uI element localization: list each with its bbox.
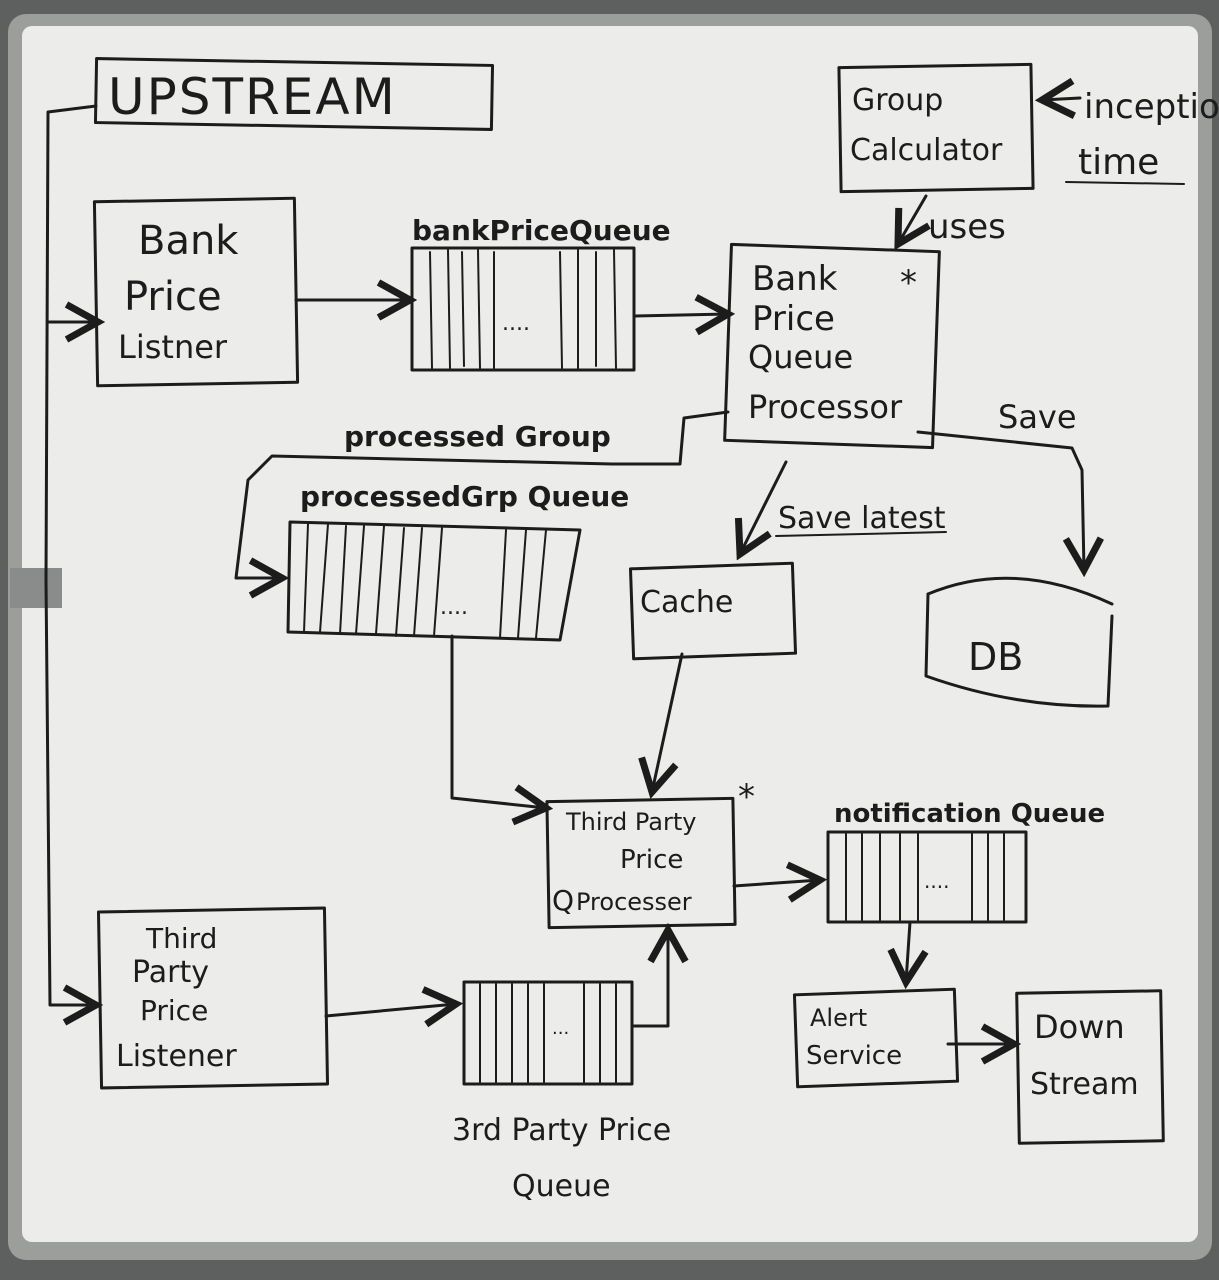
bank-price-queue-label: bankPriceQueue xyxy=(412,214,671,247)
third-party-price-listener-box: Third Party Price Listener xyxy=(96,906,330,1090)
bank-listener-line1: Bank xyxy=(138,218,239,264)
save-arrow xyxy=(916,430,1084,570)
tp-to-notification-arrow xyxy=(732,880,820,886)
tp-queue-ellipsis: ... xyxy=(552,1018,569,1039)
processedqueue-to-thirdparty-arrow xyxy=(450,634,546,808)
tp-queue-label-line2: Queue xyxy=(512,1169,611,1204)
group-calculator-line1: Group xyxy=(852,83,943,118)
processor-line3: Queue xyxy=(748,338,853,376)
tp-listener-line3: Price xyxy=(140,994,208,1027)
notification-to-alert-arrow xyxy=(906,920,910,982)
notification-queue: .... xyxy=(826,830,1028,924)
tp-processor-line1: Third Party xyxy=(565,808,696,836)
tp-processor-line2: Price xyxy=(620,845,683,875)
board-clip xyxy=(10,568,62,608)
cache-box: Cache xyxy=(628,561,798,661)
tp-listener-line1: Third xyxy=(145,922,217,955)
third-party-price-queue: ... xyxy=(462,980,634,1086)
group-calculator-line2: Calculator xyxy=(850,133,1003,168)
tp-listener-to-queue-arrow xyxy=(324,1004,456,1016)
downstream-box: Down Stream xyxy=(1015,989,1165,1145)
third-party-price-processor-box: Third Party * Price Q Processer xyxy=(545,777,755,930)
bank-listener-line2: Price xyxy=(124,274,222,320)
save-latest-arrow xyxy=(740,460,788,554)
tp-processor-line3: Processer xyxy=(576,888,692,916)
bank-price-queue: .... xyxy=(410,246,636,372)
processed-grp-queue: .... xyxy=(286,520,582,642)
upstream-box: UPSTREAM xyxy=(93,57,495,131)
processor-line1: Bank xyxy=(752,259,838,299)
cache-to-thirdparty-arrow xyxy=(652,652,684,792)
bank-price-listener-box: Bank Price Listner xyxy=(92,196,300,388)
save-latest-label: Save latest xyxy=(778,501,946,536)
group-calculator-box: Group Calculator xyxy=(837,62,1035,194)
upstream-label: UPSTREAM xyxy=(108,68,397,126)
save-label: Save xyxy=(998,398,1077,436)
tp-listener-line2: Party xyxy=(132,955,209,990)
uses-label: uses xyxy=(928,207,1006,247)
tp-processor-star: * xyxy=(738,777,755,817)
processor-line2: Price xyxy=(752,299,835,339)
inception-arrow xyxy=(1042,98,1082,100)
notification-queue-ellipsis: .... xyxy=(924,869,949,893)
processed-group-arrow xyxy=(234,410,730,578)
processed-group-label: processed Group xyxy=(344,420,611,453)
notification-queue-label: notification Queue xyxy=(834,799,1105,829)
processed-queue-ellipsis: .... xyxy=(440,595,468,620)
tp-queue-to-processor-arrow xyxy=(630,930,668,1028)
save-latest-underline xyxy=(775,531,947,537)
alert-service-box: Alert Service xyxy=(792,987,960,1089)
bank-listener-line3: Listner xyxy=(118,328,228,366)
alert-service-line1: Alert xyxy=(810,1004,867,1032)
upstream-line xyxy=(44,104,96,1005)
downstream-line2: Stream xyxy=(1030,1067,1139,1102)
tp-queue-label-line1: 3rd Party Price xyxy=(452,1113,671,1148)
tp-listener-line4: Listener xyxy=(116,1039,237,1074)
bankqueue-to-processor-arrow xyxy=(632,314,728,316)
bank-price-queue-processor-box: Bank * Price Queue Processor xyxy=(723,242,941,450)
processed-grp-queue-label: processedGrp Queue xyxy=(300,480,629,513)
db-label: DB xyxy=(968,635,1023,679)
inception-label: inception xyxy=(1084,87,1219,127)
whiteboard-surface xyxy=(22,26,1198,1242)
alert-service-line2: Service xyxy=(806,1041,902,1071)
tp-processor-q: Q xyxy=(552,884,574,917)
time-label: time xyxy=(1078,142,1159,183)
cache-label: Cache xyxy=(640,585,733,620)
uses-arrow xyxy=(898,194,926,244)
downstream-line1: Down xyxy=(1034,1008,1125,1046)
processor-line4: Processor xyxy=(748,388,903,426)
processor-star: * xyxy=(900,263,917,303)
time-underline xyxy=(1065,181,1185,185)
bank-queue-ellipsis: .... xyxy=(502,311,530,336)
db-cylinder: DB xyxy=(924,576,1114,708)
